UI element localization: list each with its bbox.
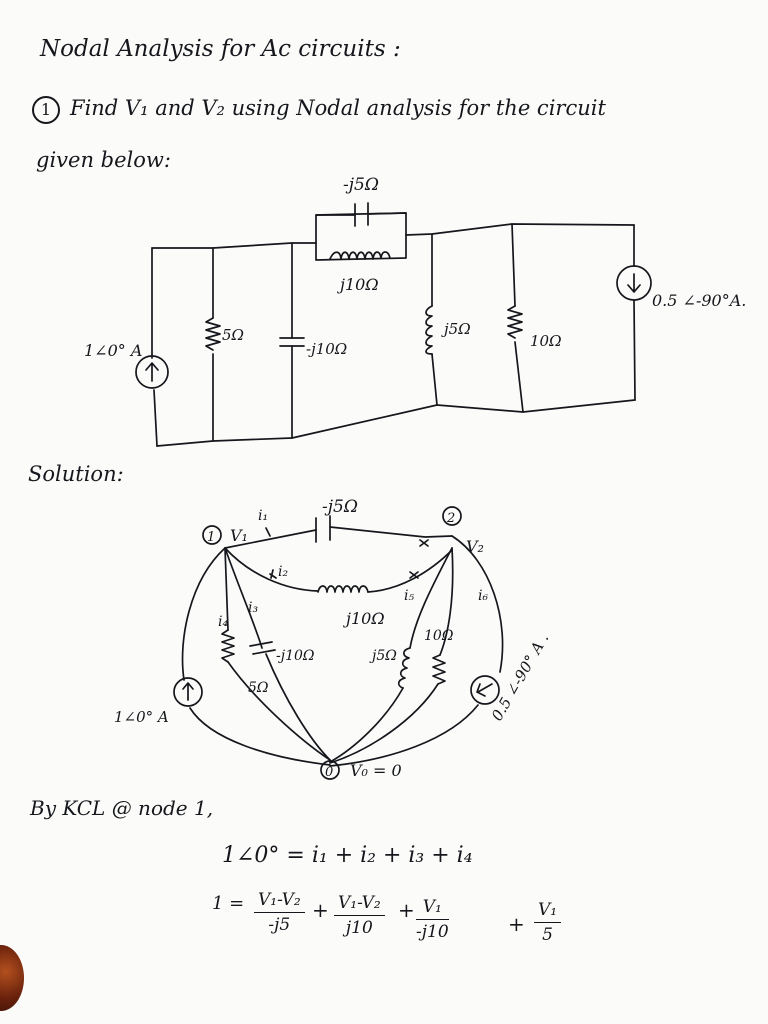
capacitor-minus-j5 bbox=[354, 202, 369, 227]
wire-bottom bbox=[156, 399, 636, 447]
inductor-j5 bbox=[425, 305, 433, 355]
plus-sign: + bbox=[508, 912, 525, 936]
kcl-intro: By KCL @ node 1, bbox=[30, 796, 214, 820]
current-i6-label: i₆ bbox=[478, 588, 488, 604]
plus-sign: + bbox=[398, 898, 415, 922]
inductor-j5 bbox=[397, 647, 411, 689]
problem-line-1: Find V₁ and V₂ using Nodal analysis for … bbox=[70, 96, 606, 120]
sol-ind-right-label: j5Ω bbox=[369, 648, 397, 664]
solution-heading: Solution: bbox=[28, 462, 124, 486]
inductor-j10 bbox=[329, 251, 391, 260]
sol-source-right-label: 0.5 ∠-90° A . bbox=[488, 630, 553, 724]
cap-mid-label: -j10Ω bbox=[306, 340, 347, 358]
capacitor-minus-j5 bbox=[315, 515, 331, 543]
node-1-marker: 1 bbox=[202, 525, 222, 545]
sol-res10-label: 10Ω bbox=[424, 628, 454, 644]
inductor-j10 bbox=[317, 585, 369, 593]
source-right-label: 0.5 ∠-90°A. bbox=[652, 291, 746, 310]
problem-number: 1 bbox=[32, 96, 60, 124]
res5-label: 5Ω bbox=[222, 326, 244, 344]
sol-current-source-left bbox=[173, 677, 203, 707]
kcl-equation-1: 1∠0° = i₁ + i₂ + i₃ + i₄ bbox=[222, 843, 473, 868]
ind-top-label: j10Ω bbox=[337, 275, 379, 294]
resistor-10-ohm bbox=[432, 654, 446, 685]
page-title: Nodal Analysis for Ac circuits : bbox=[40, 36, 401, 62]
sol-res5-label: 5Ω bbox=[248, 680, 269, 696]
sol-source-left-label: 1∠0° A bbox=[114, 708, 169, 726]
term-3-fraction: V₁ -j10 bbox=[416, 897, 449, 942]
current-i3-label: i₃ bbox=[248, 600, 258, 616]
term-1-fraction: V₁-V₂ -j5 bbox=[254, 890, 305, 935]
current-source-right bbox=[616, 265, 652, 301]
resistor-5-ohm bbox=[221, 629, 235, 663]
svg-text:2: 2 bbox=[446, 511, 455, 526]
ind-right-label: j5Ω bbox=[441, 320, 471, 338]
node-2-voltage: V₂ bbox=[466, 537, 484, 556]
sol-current-source-right bbox=[470, 675, 500, 705]
problem-statement: 1 Find V₁ and V₂ using Nodal analysis for… bbox=[32, 96, 606, 124]
wire-top-right bbox=[405, 223, 635, 236]
cap-top-label: -j5Ω bbox=[343, 175, 379, 195]
sol-cap-top-label: -j5Ω bbox=[322, 497, 358, 517]
sol-cap-mid-label: -j10Ω bbox=[276, 648, 315, 664]
resistor-10-ohm bbox=[507, 305, 523, 339]
current-i4-label: i₄ bbox=[218, 614, 228, 630]
node-2-marker: 2 bbox=[442, 506, 462, 526]
node-1-voltage: V₁ bbox=[230, 526, 248, 545]
resistor-5-ohm bbox=[205, 317, 221, 351]
term-4-fraction: V₁ 5 bbox=[534, 900, 562, 945]
sol-ind-top-label: j10Ω bbox=[343, 609, 385, 628]
capacitor-minus-j10 bbox=[249, 641, 276, 655]
svg-text:1: 1 bbox=[207, 530, 215, 545]
current-source-left bbox=[135, 355, 169, 389]
current-i1-label: i₁ bbox=[258, 508, 268, 524]
svg-text:0: 0 bbox=[325, 765, 333, 780]
res10-label: 10Ω bbox=[530, 332, 562, 350]
wire-top-left bbox=[151, 242, 317, 249]
node-0-marker: 0 bbox=[320, 760, 340, 780]
problem-line-2: given below: bbox=[36, 148, 171, 172]
plus-sign: + bbox=[312, 898, 329, 922]
node-0-voltage: V₀ = 0 bbox=[350, 761, 402, 780]
kcl-equation-2-lhs: 1 = bbox=[212, 893, 245, 914]
current-i5-label: i₅ bbox=[404, 588, 414, 604]
current-i2-label: i₂ bbox=[278, 564, 288, 580]
term-2-fraction: V₁-V₂ j10 bbox=[334, 893, 385, 938]
source-left-label: 1∠0° A bbox=[84, 341, 142, 360]
